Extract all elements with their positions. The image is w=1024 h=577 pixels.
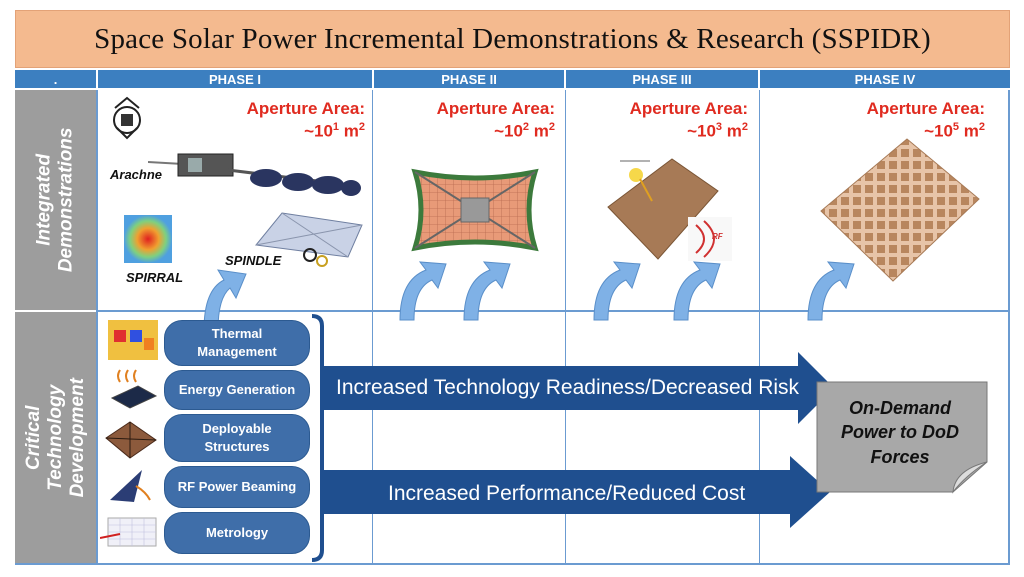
- technology-bracket: [311, 314, 324, 562]
- performance-arrow: [320, 456, 830, 528]
- spindle-structure-icon: [255, 212, 363, 267]
- arachne-spacecraft-icon: [148, 153, 361, 196]
- phase-2-aperture: Aperture Area: ~102 m2: [436, 99, 555, 141]
- phase-3-header: PHASE III: [566, 70, 758, 88]
- phase-3-array-icon: [607, 158, 732, 261]
- grid-line: [15, 563, 1010, 565]
- mission-emblem-icon: [113, 96, 141, 140]
- curved-arrow: [673, 261, 721, 321]
- phase-4-aperture: Aperture Area: ~105 m2: [866, 99, 985, 141]
- header-corner: .: [15, 70, 96, 88]
- row-label-critical: Critical Technology Development: [15, 312, 96, 564]
- rf-label: RF: [712, 232, 723, 241]
- arachne-label: Arachne: [110, 167, 163, 182]
- thermal-icon: [108, 320, 158, 360]
- curved-arrow: [463, 261, 511, 321]
- progress-arrows: [320, 352, 834, 528]
- tech-thermal-management: Thermal Management: [164, 320, 310, 366]
- tech-rf-power-beaming: RF Power Beaming: [164, 466, 310, 508]
- spindle-label: SPINDLE: [225, 253, 282, 268]
- row-label-integrated: Integrated Demonstrations: [15, 90, 96, 310]
- curved-arrows: [203, 261, 855, 330]
- grid-line: [372, 90, 373, 564]
- tech-deployable-structures: Deployable Structures: [164, 414, 310, 462]
- curved-arrow: [203, 269, 247, 330]
- phase-1-aperture: Aperture Area: ~101 m2: [246, 99, 365, 141]
- metrology-icon: [100, 517, 157, 547]
- diagram-title: Space Solar Power Incremental Demonstrat…: [15, 10, 1010, 68]
- spirral-heatmap-icon: [124, 215, 172, 263]
- curved-arrow: [807, 261, 855, 321]
- curved-arrow: [593, 261, 641, 321]
- tech-energy-generation: Energy Generation: [164, 370, 310, 410]
- readiness-arrow-label: Increased Technology Readiness/Decreased…: [336, 376, 800, 399]
- grid-line: [759, 90, 760, 564]
- solar-panel-icon: [110, 369, 158, 409]
- spirral-label: SPIRRAL: [126, 270, 184, 285]
- curved-arrow: [399, 261, 447, 321]
- tech-metrology: Metrology: [164, 512, 310, 554]
- grid-line: [565, 90, 566, 564]
- outcome-box: [816, 381, 988, 494]
- deployable-structure-icon: [105, 421, 157, 459]
- readiness-arrow: [320, 352, 834, 424]
- grid-line: [96, 310, 1010, 312]
- rf-beaming-icon: [110, 470, 151, 502]
- phase-4-array-icon: [820, 138, 980, 282]
- grid-line: [1008, 90, 1010, 564]
- phase-3-aperture: Aperture Area: ~103 m2: [629, 99, 748, 141]
- phase-2-header: PHASE II: [374, 70, 564, 88]
- phase-4-header: PHASE IV: [760, 70, 1010, 88]
- grid-line: [96, 90, 98, 564]
- phase-2-array-icon: [411, 168, 539, 252]
- outcome-text: On-Demand Power to DoD Forces: [840, 398, 959, 467]
- phase-1-header: PHASE I: [98, 70, 372, 88]
- performance-arrow-label: Increased Performance/Reduced Cost: [388, 482, 746, 505]
